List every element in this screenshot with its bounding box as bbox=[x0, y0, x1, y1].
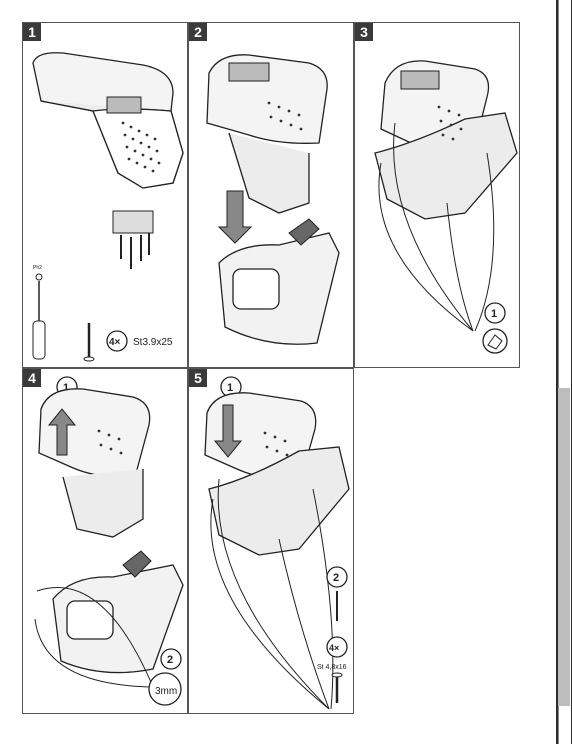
console-body bbox=[208, 446, 350, 556]
callout-lines bbox=[210, 478, 334, 710]
step-5-number: 5 bbox=[189, 369, 207, 387]
screw-spec: St 4,8x16 bbox=[317, 664, 347, 671]
clearance-label: 3mm bbox=[155, 686, 177, 697]
callout-lines bbox=[378, 122, 495, 332]
mounting-bracket bbox=[288, 218, 320, 246]
clearance-badge bbox=[148, 672, 182, 706]
hinge-block bbox=[106, 96, 142, 114]
callout-label-1: 1 bbox=[491, 308, 497, 320]
callout-badge-2 bbox=[326, 566, 348, 588]
perforation-dots bbox=[121, 121, 161, 173]
count-badge bbox=[326, 636, 348, 658]
step-4-illustration: 1 2 3mm bbox=[34, 376, 184, 706]
step-4-number: 4 bbox=[23, 369, 41, 387]
console-base bbox=[52, 564, 184, 674]
page-tab-marker bbox=[558, 388, 570, 706]
armrest-lid bbox=[38, 388, 151, 478]
console-cupholder bbox=[66, 600, 114, 640]
callout-label-2: 2 bbox=[333, 572, 339, 584]
mounting-bracket bbox=[112, 210, 154, 234]
step-3-illustration: 1 bbox=[374, 60, 518, 354]
step-2-panel: 2 bbox=[188, 22, 354, 368]
down-arrow-icon bbox=[213, 404, 243, 458]
callout-badge-1 bbox=[484, 302, 506, 324]
tool-tip-icon bbox=[35, 273, 43, 281]
step-1-number: 1 bbox=[23, 23, 41, 41]
callout-lines bbox=[34, 587, 154, 688]
step-3-panel: 3 1 bbox=[354, 22, 520, 368]
step-5-panel: 5 1 2 4× St 4,8x16 bbox=[188, 368, 354, 714]
console-cupholder bbox=[232, 268, 280, 310]
perforation-dots bbox=[267, 101, 303, 131]
step-4-panel: 4 1 2 3mm bbox=[22, 368, 188, 714]
down-arrow-icon bbox=[217, 190, 253, 244]
perforation-dots bbox=[97, 429, 123, 455]
callout-badge-2 bbox=[160, 648, 182, 670]
tool-label: Ph2 bbox=[33, 265, 42, 271]
hinge-block bbox=[228, 62, 270, 82]
mounting-bracket bbox=[122, 550, 152, 578]
bracket-screws bbox=[120, 233, 150, 269]
step-1-panel: 1 Ph2 bbox=[22, 22, 188, 368]
callout-label-1: 1 bbox=[227, 382, 233, 394]
screw-count: 4× bbox=[109, 337, 121, 348]
screwdriver-handle bbox=[32, 320, 46, 360]
perforation-dots bbox=[437, 105, 463, 141]
up-arrow-icon bbox=[47, 408, 77, 456]
step-1-illustration: Ph2 4× St3.9x25 bbox=[32, 52, 184, 362]
count-badge bbox=[106, 330, 128, 352]
armrest-support bbox=[228, 132, 310, 214]
perforation-dots bbox=[263, 431, 289, 457]
armrest-side-pad bbox=[92, 108, 184, 189]
step-2-illustration bbox=[206, 54, 340, 345]
callout-label-1: 1 bbox=[63, 382, 69, 394]
armrest-support bbox=[62, 469, 144, 538]
console-body bbox=[374, 112, 518, 220]
screw-spec: St3.9x25 bbox=[133, 337, 173, 348]
callout-label-2: 2 bbox=[167, 654, 173, 666]
step-3-number: 3 bbox=[355, 23, 373, 41]
hinge-block bbox=[400, 70, 440, 90]
screw-count: 4× bbox=[329, 643, 339, 653]
step-5-illustration: 1 2 4× St 4,8x16 bbox=[204, 376, 350, 710]
step-2-number: 2 bbox=[189, 23, 207, 41]
